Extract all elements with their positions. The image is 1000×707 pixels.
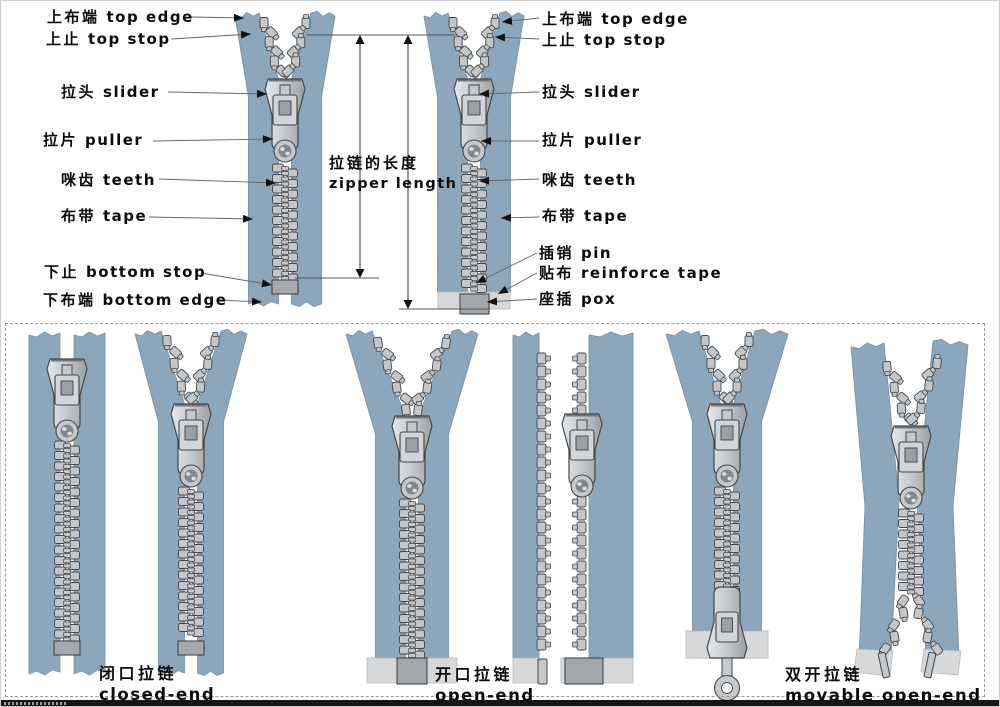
- label-type-closed-end: 闭口拉链 closed-end: [99, 664, 216, 704]
- watermark-marks: [4, 702, 68, 705]
- label-zipper-length: 拉链的长度 zipper length: [329, 154, 458, 192]
- label-type-movable-open-end: 双开拉链 movable open-end: [785, 665, 982, 705]
- label-type-open-end: 开口拉链 open-end: [435, 665, 535, 705]
- bottom-bar: [1, 700, 999, 706]
